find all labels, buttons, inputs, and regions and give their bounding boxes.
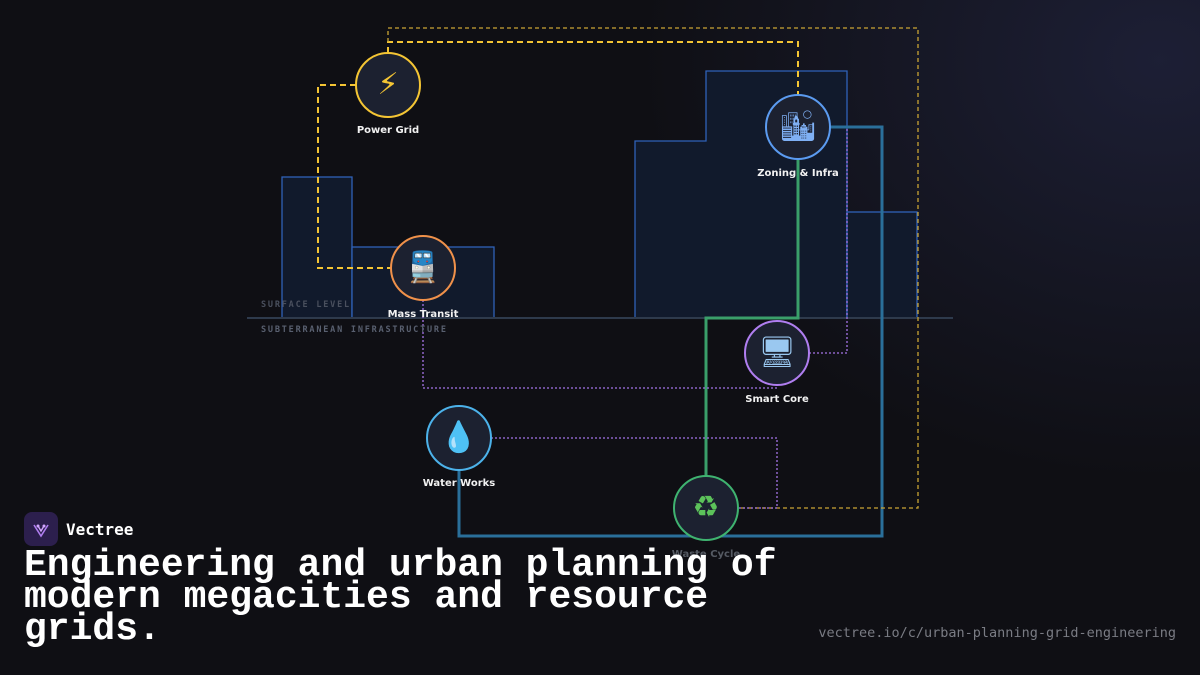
transit-to-smart-line <box>422 300 778 389</box>
mass-transit-node[interactable] <box>390 235 456 301</box>
vectree-logo-icon <box>24 512 58 546</box>
train-icon: 🚆 <box>404 250 442 285</box>
zoning-label: Zoning & Infra <box>757 168 839 179</box>
brand: Vectree <box>24 512 133 546</box>
surface-level-label: SURFACE LEVEL <box>261 300 351 310</box>
waste-cycle-node[interactable] <box>673 475 739 541</box>
water-drop-icon: 💧 <box>440 420 478 455</box>
smart-to-zoning-line <box>809 127 848 354</box>
water-to-waste-main-line <box>457 125 884 538</box>
connections <box>317 27 919 538</box>
headline: Engineering and urban planning of modern… <box>24 544 777 651</box>
power-grid-label: Power Grid <box>356 125 420 136</box>
cityscape-icon: 🏙 <box>778 109 818 144</box>
power-outer-loop-line <box>387 27 919 509</box>
mass-transit-label: Mass Transit <box>387 309 459 320</box>
waste-to-zoning-line <box>704 159 800 476</box>
power-grid-node[interactable] <box>355 52 421 118</box>
water-works-label: Water Works <box>422 478 496 489</box>
subterranean-label: SUBTERRANEAN INFRASTRUCTURE <box>261 325 448 335</box>
smart-core-label: Smart Core <box>745 394 809 405</box>
water-to-waste-smart-line <box>491 437 778 509</box>
zoning-node[interactable] <box>765 94 831 160</box>
power-to-zoning-line <box>387 41 799 95</box>
brand-name: Vectree <box>66 519 134 539</box>
nodes <box>355 52 831 541</box>
lightning-icon: ⚡ <box>377 67 399 102</box>
computer-icon: 🖥 <box>757 335 797 370</box>
recycle-icon: ♻ <box>692 490 720 525</box>
waste-cycle-label: Waste Cycle <box>671 549 741 560</box>
smart-core-node[interactable] <box>744 320 810 386</box>
page-url[interactable]: vectree.io/c/urban-planning-grid-enginee… <box>818 625 1176 641</box>
water-works-node[interactable] <box>426 405 492 471</box>
